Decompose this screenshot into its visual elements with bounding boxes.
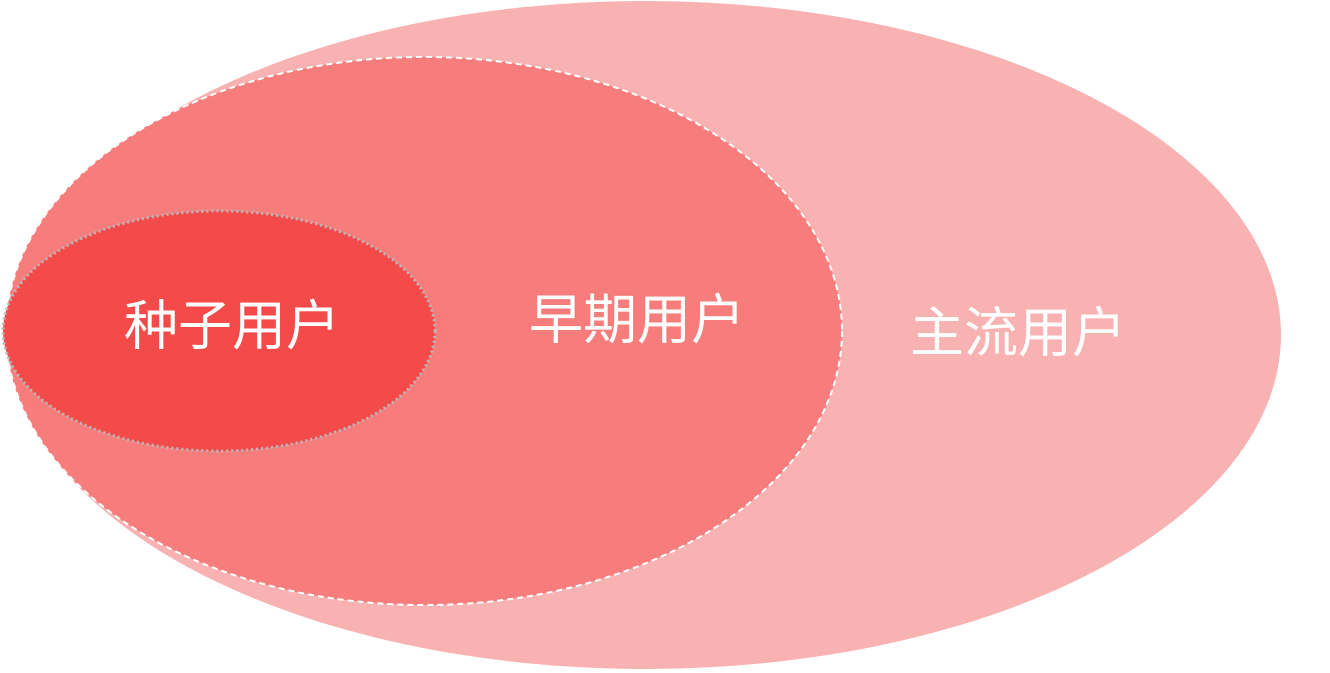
early-users-label: 早期用户 — [529, 289, 745, 352]
mainstream-users-label: 主流用户 — [910, 302, 1126, 365]
seed-users-label: 种子用户 — [124, 295, 340, 358]
seed-users-ellipse — [1, 209, 437, 453]
